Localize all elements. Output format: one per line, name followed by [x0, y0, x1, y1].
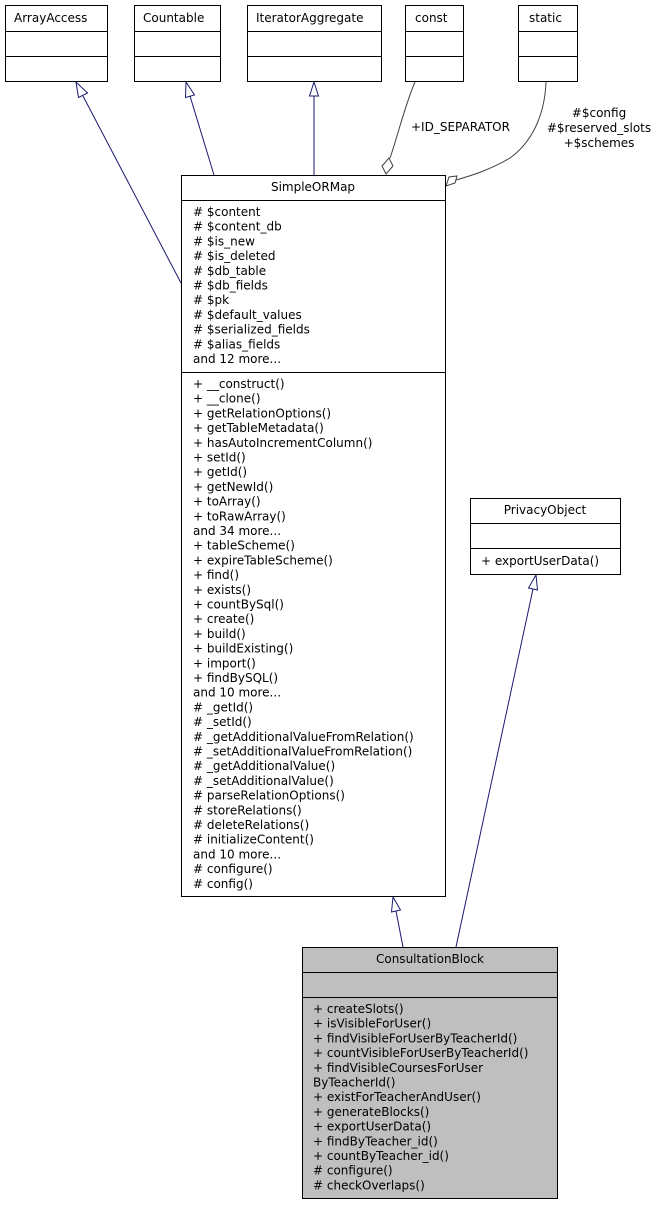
member-item: # $is_deleted [193, 249, 276, 263]
member-item: # $db_table [193, 264, 266, 278]
member-item: # $default_values [193, 308, 302, 322]
member-item: # _setId() [193, 715, 252, 729]
class-name: ArrayAccess [14, 11, 87, 25]
class-const[interactable]: const [405, 5, 464, 82]
class-arrayaccess[interactable]: ArrayAccess [5, 5, 108, 82]
member-item: # _getAdditionalValue() [193, 759, 335, 773]
member-item: + getId() [193, 465, 247, 479]
member-item: and 10 more... [193, 847, 281, 861]
member-item: + create() [193, 612, 254, 626]
member-item: + __clone() [193, 392, 261, 406]
class-iteratoraggregate[interactable]: IteratorAggregate [247, 5, 382, 82]
aggregation-edge-const [389, 81, 416, 159]
member-item: + buildExisting() [193, 642, 293, 656]
member-item: # _getId() [193, 700, 253, 714]
inherit-arrow-countable [184, 80, 196, 99]
member-item: + findBySQL() [193, 671, 278, 685]
inherit-arrow-iteratoraggregate [308, 80, 320, 97]
inherit-arrow-arrayaccess [75, 80, 89, 99]
method-item: + exportUserData() [481, 554, 599, 568]
class-countable[interactable]: Countable [134, 5, 221, 82]
member-item: + exists() [193, 583, 251, 597]
class-static[interactable]: static [518, 5, 578, 82]
member-item: # parseRelationOptions() [193, 789, 345, 803]
member-item: + findVisibleForUserByTeacherId() [313, 1031, 517, 1045]
inherit-arrow-privacyobject [527, 573, 539, 591]
class-name: IteratorAggregate [256, 11, 363, 25]
static-edge-label-3: +$schemes [564, 136, 635, 150]
member-item: + createSlots() [313, 1002, 404, 1016]
edges [75, 80, 547, 948]
member-item: + generateBlocks() [313, 1105, 429, 1119]
member-item: + existForTeacherAndUser() [313, 1090, 481, 1104]
member-item: + __construct() [193, 377, 285, 391]
method-list: + __construct()+ __clone()+ getRelationO… [193, 377, 414, 891]
inherit-edge-countable [189, 95, 215, 176]
class-name: SimpleORMap [271, 180, 355, 194]
class-name: ConsultationBlock [376, 952, 484, 966]
member-item: + findByTeacher_id() [313, 1134, 438, 1148]
member-item: ByTeacherId() [313, 1076, 395, 1090]
member-item: + toRawArray() [193, 509, 286, 523]
aggregation-diamond-const [381, 157, 394, 175]
inherit-edge-privacyobject [455, 588, 534, 948]
member-item: + getRelationOptions() [193, 406, 331, 420]
member-item: # config() [193, 877, 253, 891]
member-item: + isVisibleForUser() [313, 1017, 431, 1031]
class-name: Countable [143, 11, 204, 25]
member-item: + hasAutoIncrementColumn() [193, 436, 372, 450]
aggregation-diamond-static [445, 175, 458, 187]
inherit-edge-simpleormap [395, 910, 404, 948]
member-item: # _setAdditionalValueFromRelation() [193, 745, 412, 759]
member-item: # deleteRelations() [193, 818, 309, 832]
member-item: # $content_db [193, 220, 282, 234]
member-item: # configure() [313, 1164, 393, 1178]
class-simpleormap[interactable]: SimpleORMap # $content# $content_db# $is… [181, 175, 446, 897]
const-edge-label: +ID_SEPARATOR [411, 120, 510, 134]
member-item: + build() [193, 627, 246, 641]
member-item: + expireTableScheme() [193, 553, 333, 567]
member-item: # $serialized_fields [193, 323, 310, 337]
member-item: + getNewId() [193, 480, 273, 494]
class-name: PrivacyObject [504, 503, 587, 517]
member-item: # $pk [193, 293, 229, 307]
member-item: and 10 more... [193, 686, 281, 700]
member-item: + findVisibleCoursesForUser [313, 1061, 483, 1075]
member-item: and 34 more... [193, 524, 281, 538]
member-item: + countByTeacher_id() [313, 1149, 449, 1163]
attribute-list: # $content# $content_db# $is_new# $is_de… [193, 205, 310, 366]
member-item: + countVisibleForUserByTeacherId() [313, 1046, 528, 1060]
member-item: # $is_new [193, 234, 255, 248]
member-item: # $content [193, 205, 261, 219]
class-privacyobject[interactable]: PrivacyObject + exportUserData() [470, 498, 621, 575]
member-item: and 12 more... [193, 352, 281, 366]
member-item: + countBySql() [193, 598, 284, 612]
static-edge-label-1: #$config [572, 106, 626, 120]
member-item: + getTableMetadata() [193, 421, 324, 435]
member-item: + find() [193, 568, 239, 582]
member-item: # _getAdditionalValueFromRelation() [193, 730, 414, 744]
class-consultationblock[interactable]: ConsultationBlock + createSlots()+ isVis… [302, 947, 558, 1199]
aggregation-edge-static [455, 81, 547, 181]
member-item: # configure() [193, 862, 273, 876]
method-list: + createSlots()+ isVisibleForUser()+ fin… [313, 1002, 528, 1192]
member-item: # checkOverlaps() [313, 1178, 425, 1192]
member-item: + toArray() [193, 495, 261, 509]
member-item: # initializeContent() [193, 833, 314, 847]
static-edge-label-2: #$reserved_slots [547, 121, 651, 135]
class-name: static [529, 11, 562, 25]
class-name: const [415, 11, 448, 25]
member-item: # storeRelations() [193, 803, 302, 817]
member-item: + tableScheme() [193, 539, 295, 553]
inherit-arrow-simpleormap [390, 895, 402, 913]
member-item: + exportUserData() [313, 1120, 431, 1134]
member-item: + import() [193, 656, 256, 670]
member-item: # _setAdditionalValue() [193, 774, 334, 788]
member-item: # $alias_fields [193, 337, 280, 351]
inherit-edge-arrayaccess [82, 95, 182, 284]
member-item: + setId() [193, 451, 246, 465]
member-item: # $db_fields [193, 279, 268, 293]
